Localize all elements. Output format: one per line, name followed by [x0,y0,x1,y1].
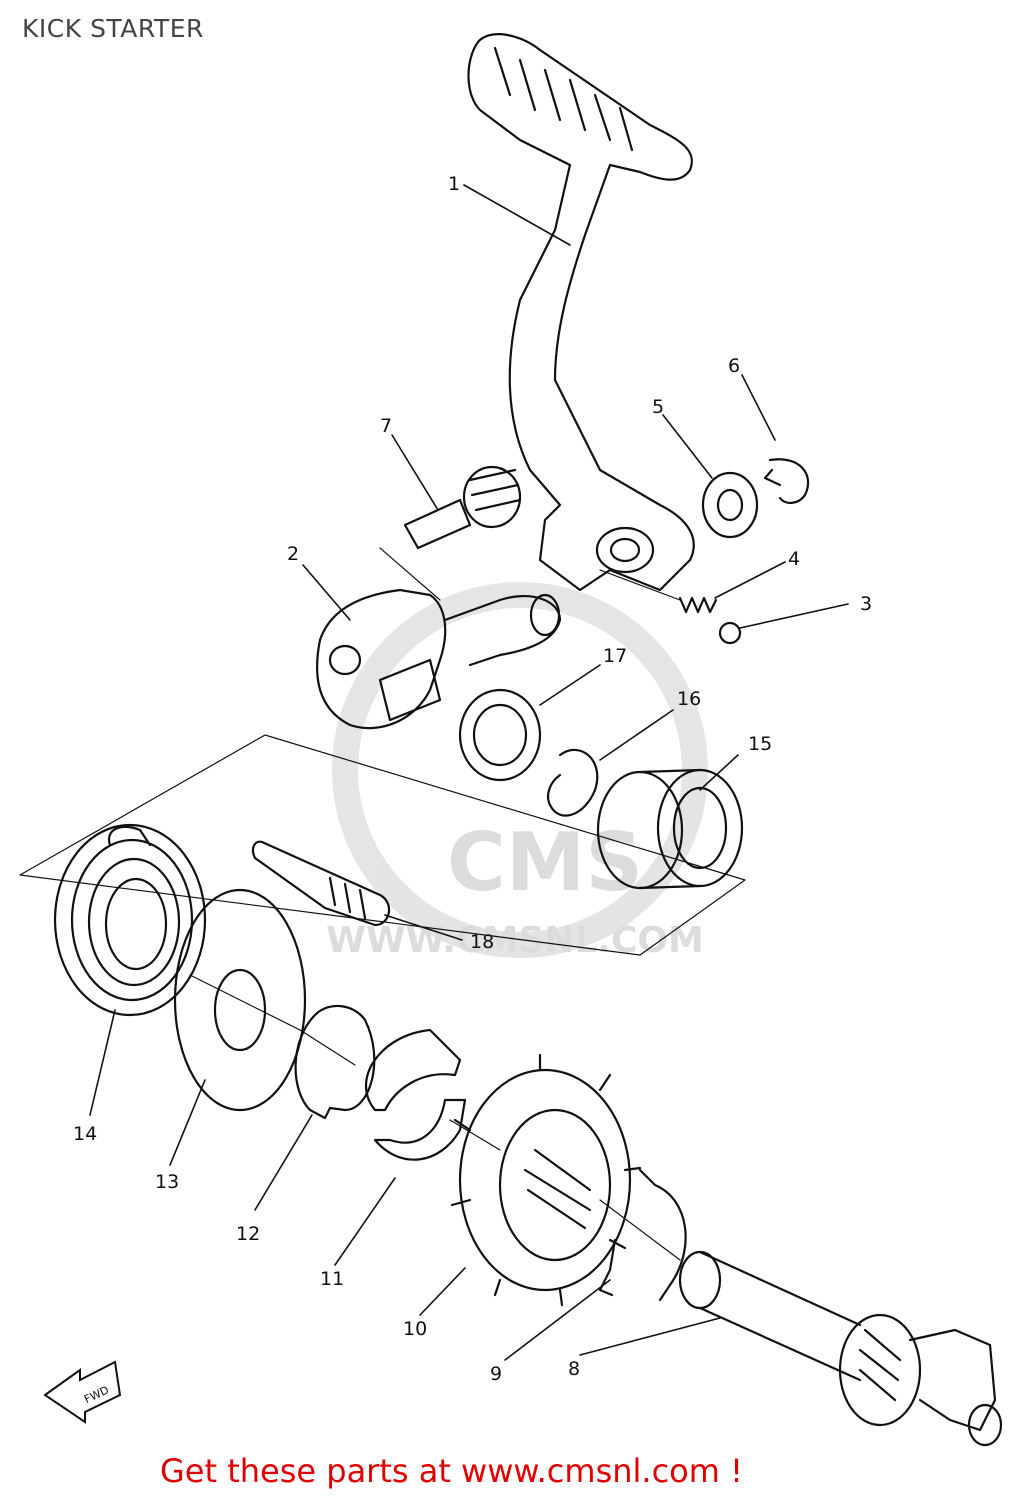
footer-link[interactable]: Get these parts at www.cmsnl.com ! [160,1452,743,1490]
part-17-oil-seal [458,688,542,782]
callout-9: 9 [490,1363,502,1385]
callout-13: 13 [155,1171,179,1193]
fwd-arrow-icon: FWD [43,1360,122,1424]
callout-18: 18 [470,931,494,953]
callout-12: 12 [236,1223,260,1245]
part-15-collar [596,768,744,890]
callout-3: 3 [860,593,872,615]
part-12-circlip [294,1004,376,1120]
assembly-guide-lines [19,547,746,1261]
leader-lines [89,184,849,1361]
part-9-spring-clip [598,1168,687,1302]
part-8-kick-axle [678,1250,1003,1447]
callout-7: 7 [380,415,392,437]
callout-15: 15 [748,733,772,755]
callout-16: 16 [677,688,701,710]
callout-5: 5 [652,396,664,418]
callout-11: 11 [320,1268,344,1290]
part-2-kick-boss [316,588,562,730]
callout-8: 8 [568,1358,580,1380]
part-5-washer [701,471,759,539]
watermark-url-text: WWW.CMSNL.COM [326,920,704,961]
page-title: KICK STARTER [22,14,204,43]
part-4-spring [678,596,718,614]
callout-labels: 1 2 3 4 5 6 7 8 9 10 11 12 13 14 15 16 1… [73,173,872,1385]
part-16-circlip [546,748,599,817]
part-11-clip [364,1028,467,1161]
watermark-logo-text: CMS [447,816,643,909]
callout-2: 2 [287,543,299,565]
callout-10: 10 [403,1318,427,1340]
part-6-circlip [763,458,810,504]
callout-1: 1 [448,173,460,195]
callout-14: 14 [73,1123,97,1145]
part-14-torsion-spring [53,823,207,1017]
part-18-shaft [251,840,391,927]
callout-17: 17 [603,645,627,667]
callout-4: 4 [788,548,800,570]
part-3-ball [718,621,742,645]
part-1-kick-crank [467,33,695,592]
part-10-kick-gear [450,1053,642,1307]
callout-6: 6 [728,355,740,377]
part-13-plate-washer [173,888,307,1112]
part-7-bolt [403,465,522,550]
